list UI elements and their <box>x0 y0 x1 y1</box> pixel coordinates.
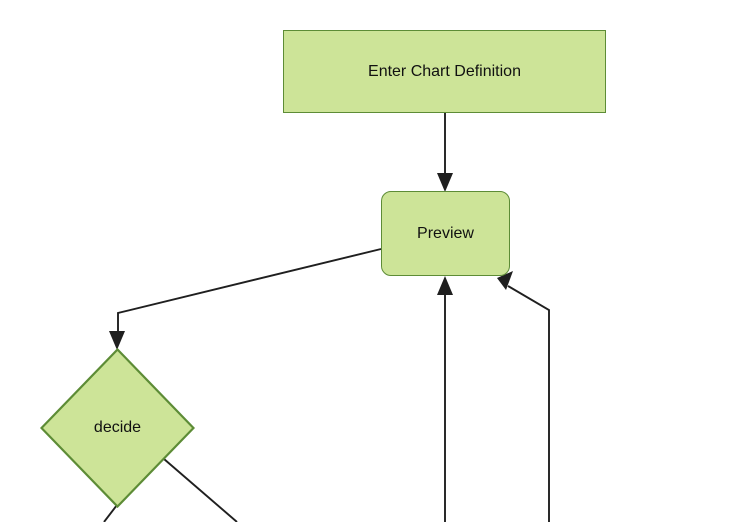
edge-decide-out-left <box>103 504 118 522</box>
arrow-head-icon <box>109 331 125 350</box>
edge-return-center-to-preview <box>437 276 453 522</box>
arrow-head-icon <box>437 173 453 192</box>
edge-decide-out-right <box>163 458 238 522</box>
node-label: decide <box>93 419 142 436</box>
edge-return-right-to-preview <box>497 271 550 522</box>
node-label: Enter Chart Definition <box>368 62 521 80</box>
node-enter-chart-definition[interactable]: Enter Chart Definition <box>283 30 606 113</box>
node-decide[interactable]: decide <box>40 348 195 508</box>
diamond-shape <box>40 348 195 508</box>
node-label: Preview <box>417 224 474 242</box>
arrow-head-icon <box>497 271 513 290</box>
edge-enter-to-preview <box>437 113 453 192</box>
node-preview[interactable]: Preview <box>381 191 510 276</box>
edge-preview-to-decide <box>109 248 382 350</box>
arrow-head-icon <box>437 276 453 295</box>
